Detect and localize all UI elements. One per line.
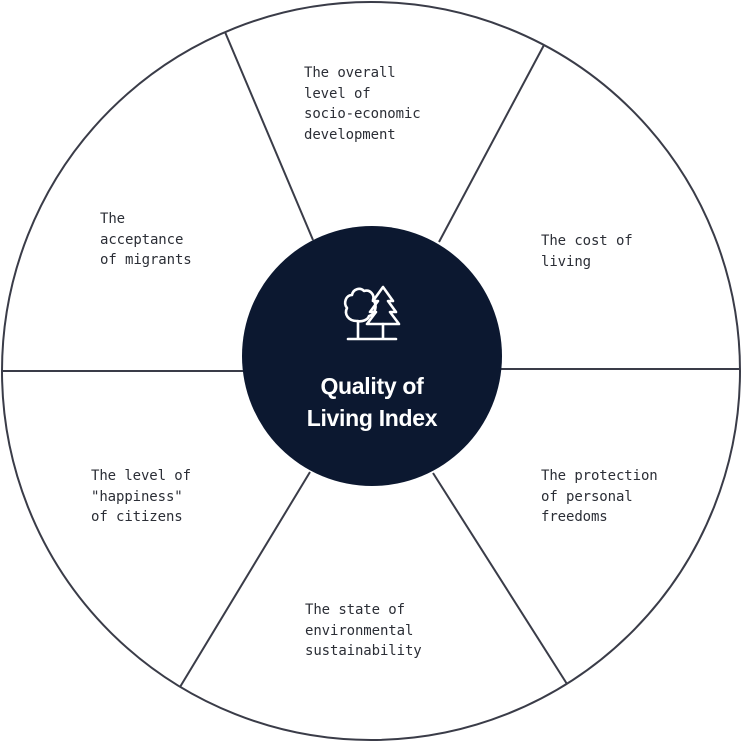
center-title: Quality of Living Index — [242, 370, 502, 434]
divider-top-left — [224, 31, 314, 241]
segment-label-socio-economic: The overall level of socio-economic deve… — [304, 65, 421, 143]
center-title-line-1: Quality of — [320, 373, 424, 399]
trees-icon — [343, 285, 401, 341]
segment-label-personal-freedoms: The protection of personal freedoms — [541, 468, 658, 525]
segment-label-happiness: The level of "happiness" of citizens — [91, 468, 191, 525]
center-hub — [242, 226, 502, 486]
divider-bottom-right — [432, 472, 568, 685]
segment-label-cost-of-living: The cost of living — [541, 233, 633, 270]
divider-top-right — [438, 44, 545, 243]
center-title-line-2: Living Index — [306, 405, 438, 431]
segment-label-environmental-sustainability: The state of environmental sustainabilit… — [305, 602, 422, 659]
segment-dividers — [2, 31, 740, 688]
divider-bottom-left — [179, 471, 311, 688]
segment-label-migrants: The acceptance of migrants — [100, 211, 192, 268]
